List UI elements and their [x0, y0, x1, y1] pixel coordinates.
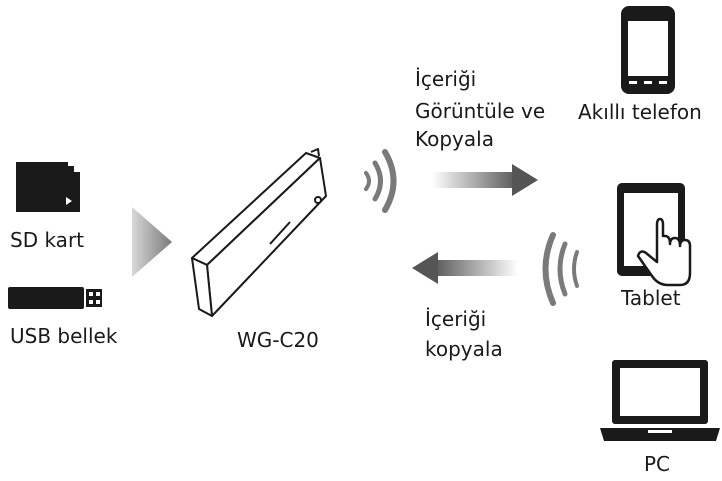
send-arrow-icon [432, 164, 538, 196]
tablet-touch-icon [617, 183, 692, 287]
copy-label-line1: İçeriği [425, 307, 487, 331]
tablet-label: Tablet [621, 286, 681, 310]
view-copy-label-line1: İçeriği [415, 67, 477, 91]
laptop-icon [600, 360, 720, 441]
input-arrow-icon [132, 207, 172, 277]
device-label: WG-C20 [237, 328, 319, 352]
view-copy-label-line2: Görüntüle ve [415, 99, 546, 123]
usb-label: USB bellek [10, 324, 118, 348]
wifi-waves-icon [364, 149, 397, 213]
copy-label-line2: kopyala [425, 337, 503, 361]
sd-card-label: SD kart [10, 228, 85, 252]
wifi-waves-icon [542, 232, 579, 306]
receive-arrow-icon [412, 252, 518, 284]
usb-stick-icon [8, 287, 102, 309]
wg-c20-device-icon [191, 148, 327, 317]
sd-card-icon [16, 162, 80, 212]
smartphone-label: Akıllı telefon [578, 100, 702, 124]
smartphone-icon [621, 6, 675, 94]
view-copy-label-line3: Kopyala [415, 127, 494, 151]
pc-label: PC [644, 452, 671, 476]
